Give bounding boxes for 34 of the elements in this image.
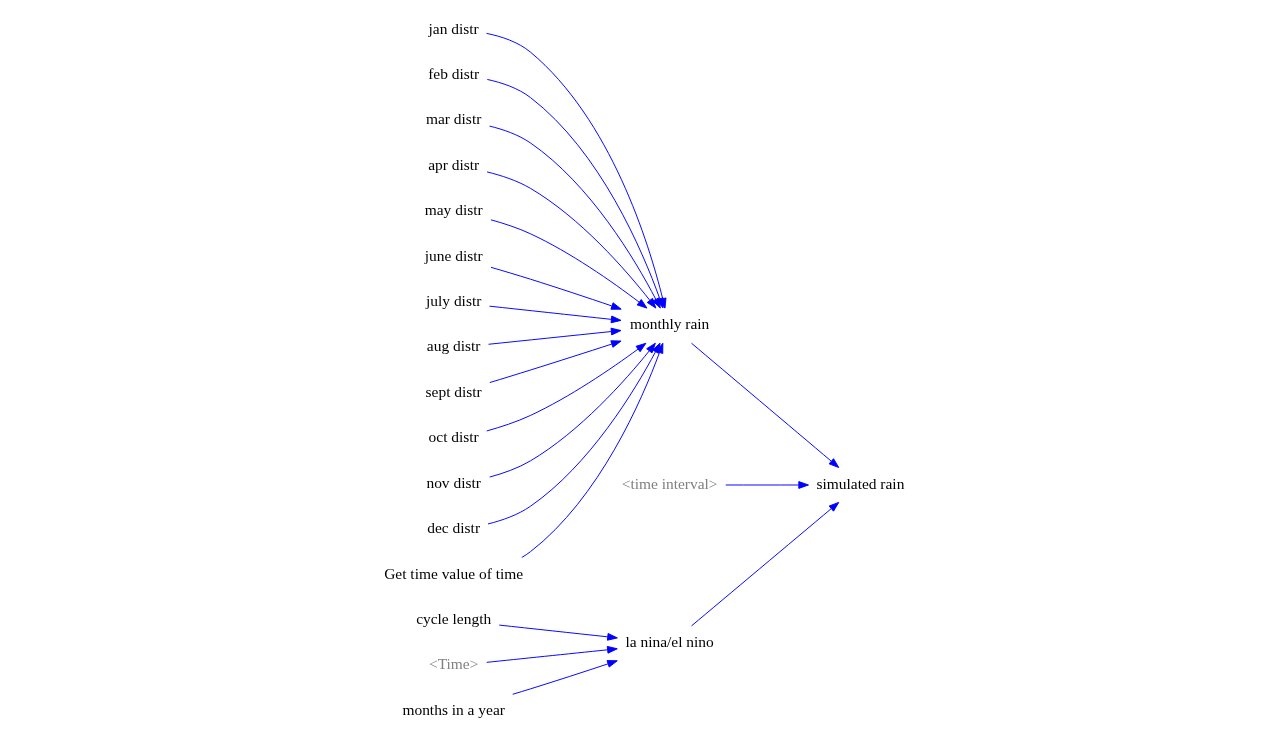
node-text: dec distr [426, 519, 480, 537]
node-text: may distr [424, 201, 483, 219]
node-text: oct distr [428, 428, 479, 446]
node-text: nov distr [425, 473, 481, 491]
arrow [488, 340, 622, 384]
node-text: sept distr [425, 382, 482, 400]
node-text: cycle length [415, 609, 491, 627]
arrow [487, 327, 621, 345]
node-text: jan distr [428, 19, 479, 37]
node-text: months in a year [401, 700, 505, 718]
node-text: monthly rain [629, 315, 709, 333]
node-text: july distr [425, 292, 481, 310]
arrow [690, 501, 839, 627]
arrow [485, 645, 618, 663]
node-text: Get time value of time [383, 564, 523, 582]
arrow [690, 342, 839, 468]
node-text: simulated rain [816, 474, 904, 492]
node-text: june distr [424, 246, 483, 264]
arrow [488, 305, 621, 324]
arrow [489, 219, 647, 309]
node-text: mar distr [425, 110, 481, 128]
node-text: feb distr [427, 65, 479, 82]
node-text: <Time> [428, 655, 478, 673]
arrow [488, 342, 656, 478]
node-text: la nina/el nino [624, 633, 714, 651]
node-text: aug distr [426, 337, 480, 355]
arrow [498, 624, 618, 641]
node-text: apr distr [427, 155, 479, 173]
arrow [485, 342, 646, 432]
arrow [486, 171, 656, 309]
arrow [490, 266, 622, 310]
node-text: <time interval> [621, 474, 718, 492]
arrow [511, 660, 618, 695]
arrow [724, 481, 809, 489]
